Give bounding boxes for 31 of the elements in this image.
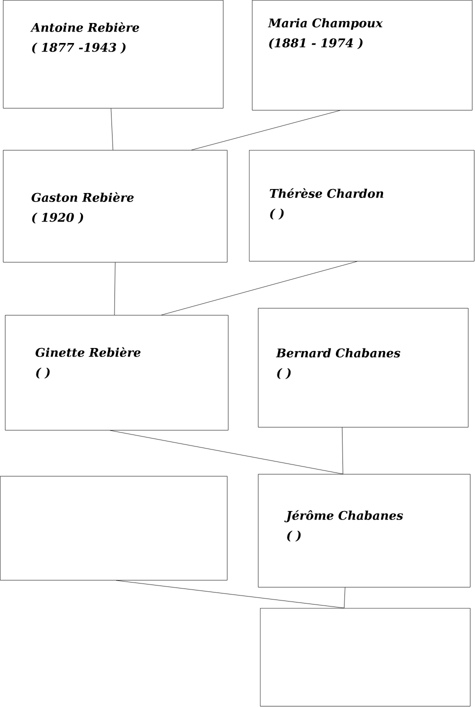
person-box bbox=[252, 0, 472, 110]
person-text: Antoine Rebière bbox=[30, 22, 140, 32]
connector-line bbox=[114, 262, 116, 316]
person-box bbox=[5, 315, 228, 430]
connector-line bbox=[110, 430, 344, 474]
person-box bbox=[249, 150, 474, 262]
person-text: ( ) bbox=[287, 530, 301, 542]
person-text: ( ) bbox=[270, 208, 284, 220]
person-box bbox=[3, 150, 228, 262]
person-text: ( 1920 ) bbox=[32, 212, 84, 224]
person-text: (1881 - 1974 ) bbox=[269, 38, 363, 50]
connector-line bbox=[161, 261, 358, 316]
person-text: Jérôme Chabanes bbox=[284, 510, 403, 522]
person-box bbox=[258, 308, 468, 428]
person-text: Gaston Rebière bbox=[32, 192, 134, 202]
person-box bbox=[258, 474, 470, 588]
empty-box bbox=[0, 476, 228, 580]
connector-line bbox=[110, 108, 114, 150]
connector-line bbox=[344, 587, 346, 608]
person-text: Bernard Chabanes bbox=[276, 348, 400, 358]
connector-line bbox=[342, 427, 344, 474]
person-text: Ginette Rebière bbox=[36, 347, 140, 357]
person-text: Thérèse Chardon bbox=[270, 188, 384, 198]
empty-box bbox=[260, 608, 470, 706]
person-text: ( ) bbox=[277, 368, 291, 380]
person-text: ( 1877 -1943 ) bbox=[32, 42, 126, 54]
person-text: Maria Champoux bbox=[268, 18, 383, 30]
connector-line bbox=[116, 580, 344, 608]
person-box bbox=[3, 0, 224, 108]
connector-line bbox=[191, 110, 340, 150]
person-text: ( ) bbox=[36, 368, 50, 379]
